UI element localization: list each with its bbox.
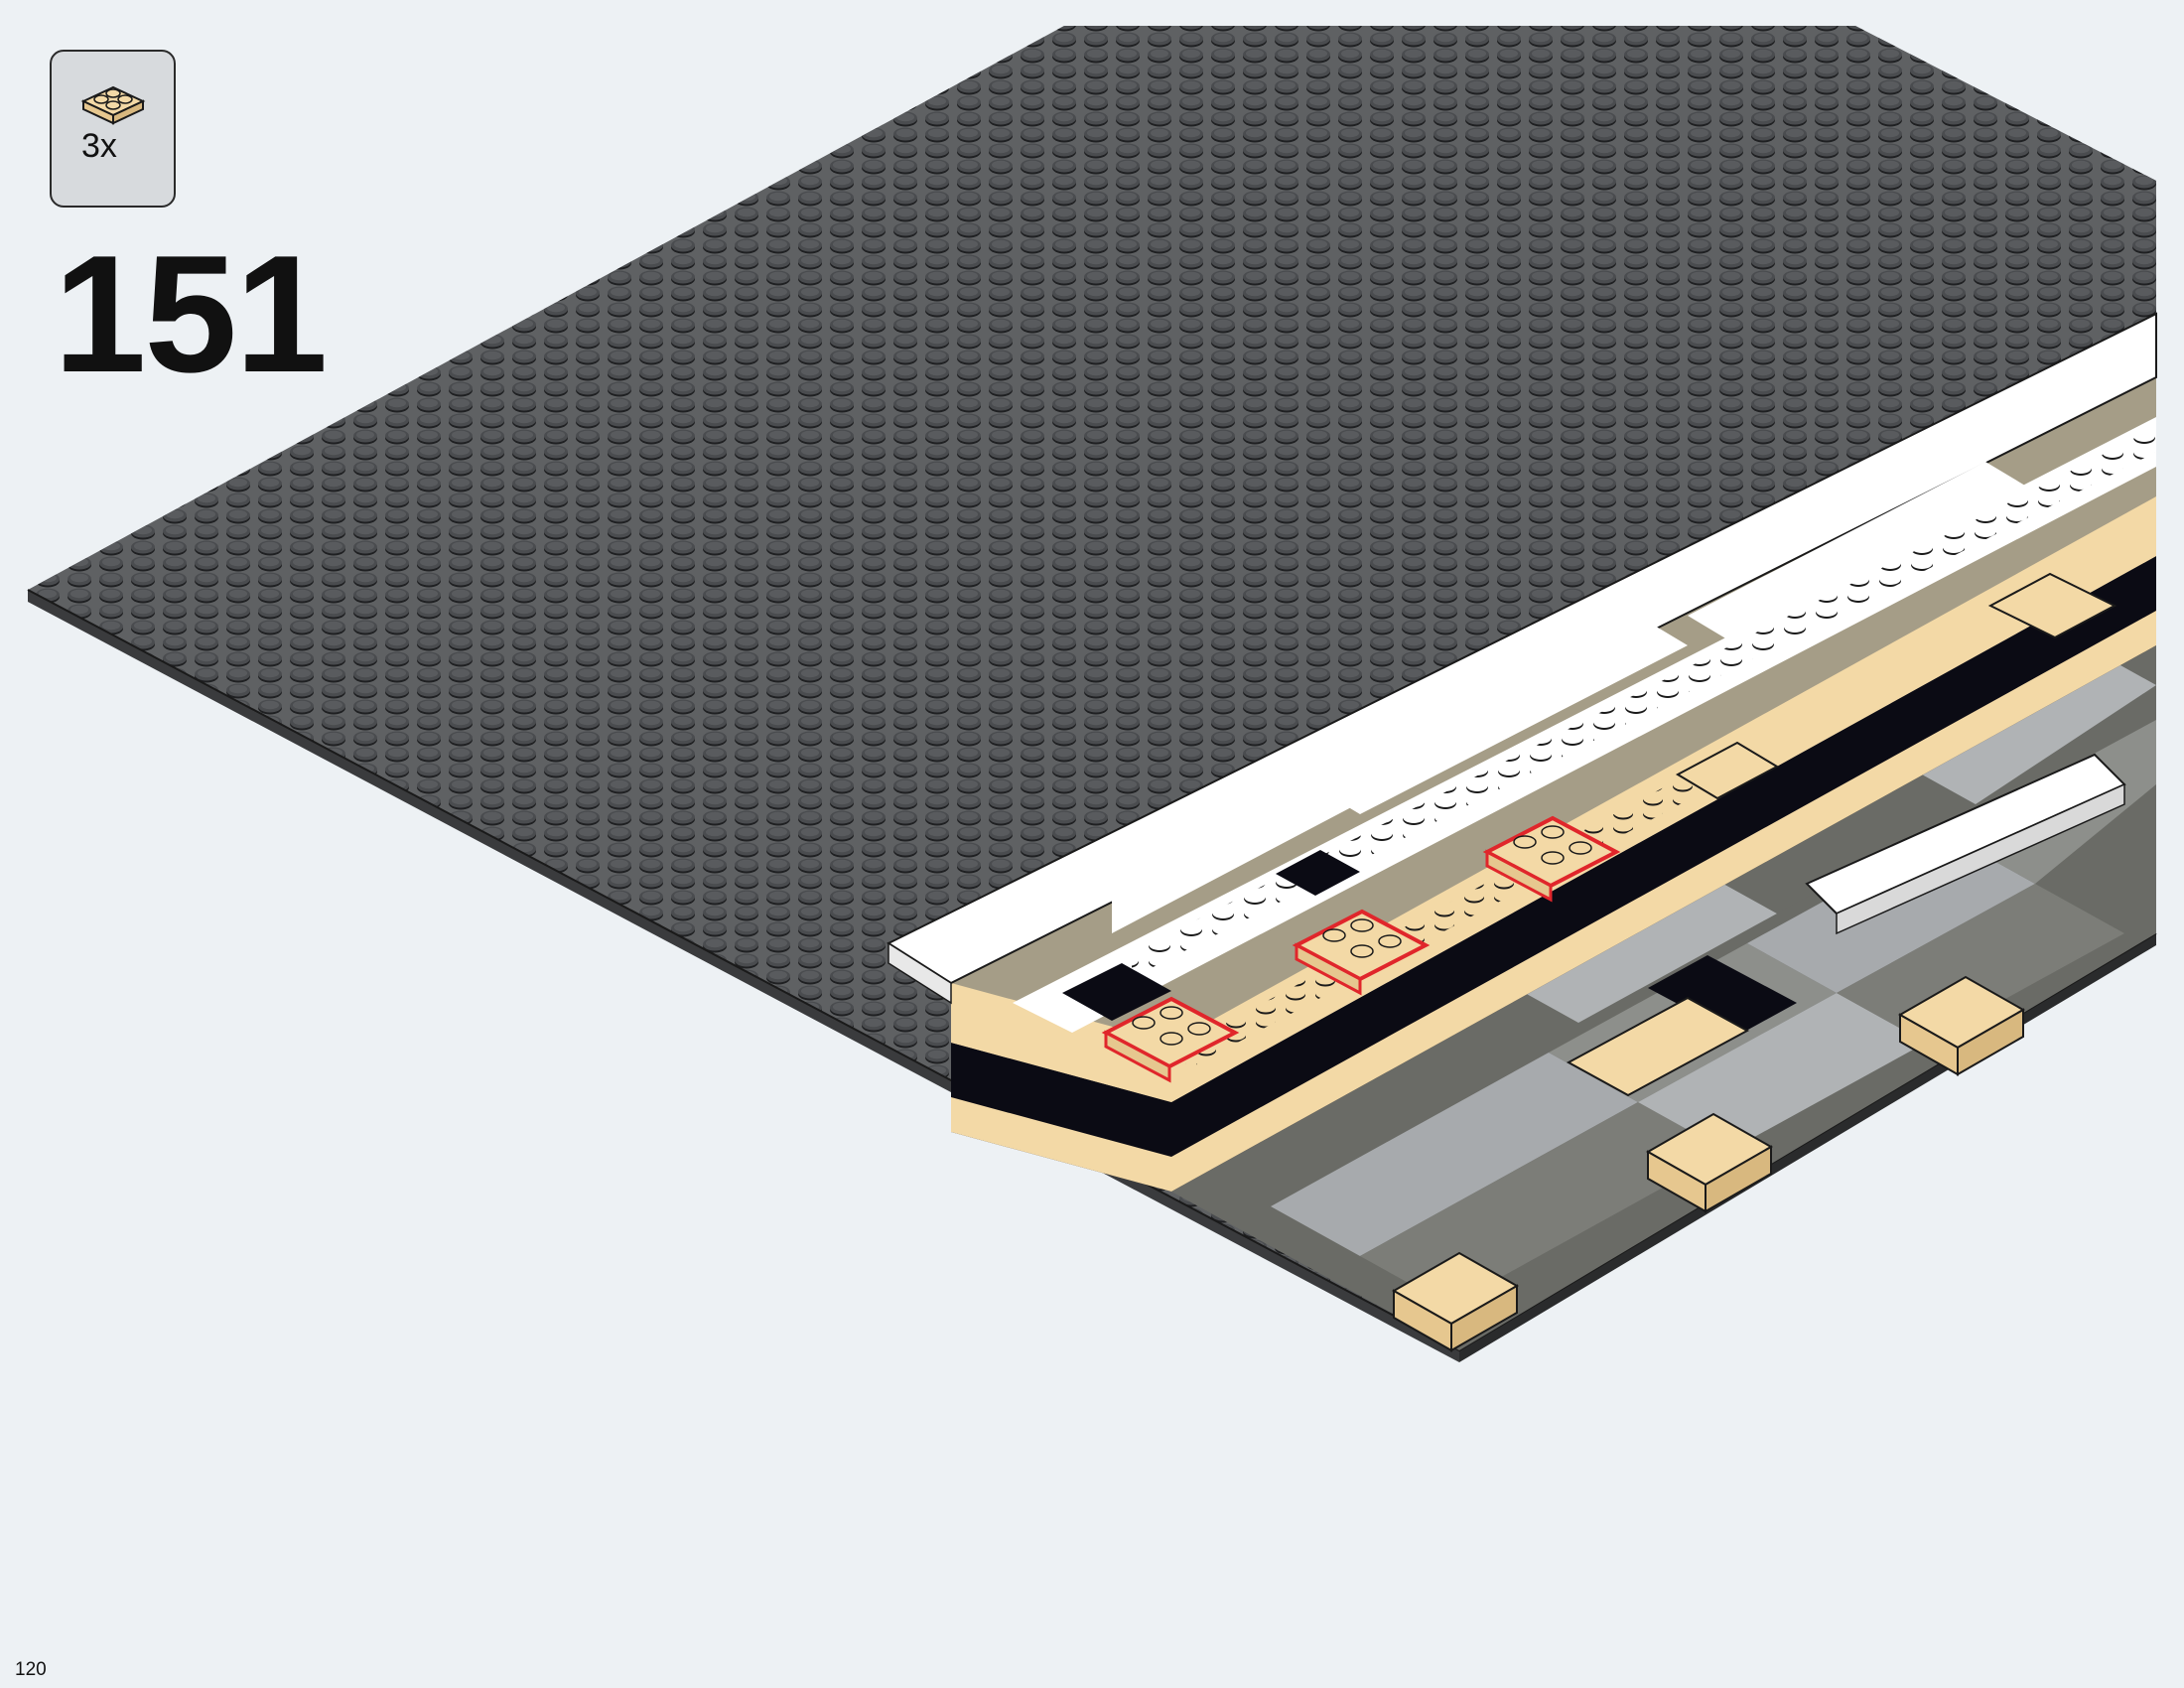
white-stud-row: [1132, 427, 2156, 978]
parts-callout: 3x: [50, 50, 176, 208]
tan-plate: [1675, 572, 2117, 800]
white-brick: [1805, 753, 2126, 935]
step-number: 151: [54, 220, 328, 407]
tan-border-strip: [951, 556, 2156, 1192]
tan-brick: [1645, 1112, 1774, 1213]
tiled-floor-section: [1171, 645, 2156, 1350]
tan-plate-2x2-icon: [80, 85, 146, 125]
black-plates: [1062, 850, 1360, 1021]
new-part-highlight: [1482, 815, 1621, 903]
part-quantity: 3x: [81, 127, 117, 165]
tan-plate: [1566, 996, 1750, 1097]
page-number: 120: [15, 1659, 47, 1680]
new-part-highlight: [1292, 909, 1431, 996]
tan-brick: [1391, 1251, 1520, 1352]
tan-brick: [1897, 975, 2026, 1076]
new-part-highlight: [1101, 996, 1240, 1083]
